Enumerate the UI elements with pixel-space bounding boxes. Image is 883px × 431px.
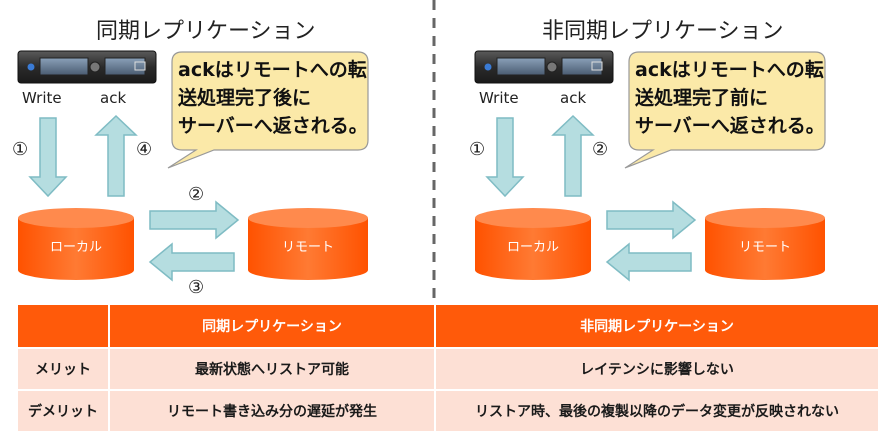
write-label: Write <box>479 89 519 107</box>
table-header-corner <box>18 305 110 348</box>
replicate-arrow <box>606 200 697 240</box>
callout-bubble <box>167 51 369 169</box>
step-4-label: ④ <box>136 139 153 160</box>
step-2-label: ② <box>188 184 205 205</box>
table-header-async: 非同期レプリケーション <box>435 305 880 348</box>
remote-db-label: リモート <box>738 240 791 255</box>
row-label-demerit: デメリット <box>18 389 110 431</box>
diagram-canvas <box>17 0 826 298</box>
cell-sync-merit: 最新状態へリストア可能 <box>109 347 436 390</box>
ack-arrow <box>94 114 138 197</box>
cell-async-demerit: リストア時、最後の複製以降のデータ変更が反映されない <box>435 389 880 431</box>
database-icon <box>248 208 368 280</box>
table-row: メリット 最新状態へリストア可能 レイテンシに影響しない <box>18 347 880 390</box>
remote-db-label: リモート <box>281 240 334 255</box>
step-3-label: ③ <box>188 277 205 298</box>
write-label: Write <box>22 89 62 107</box>
table-header-row: 同期レプリケーション 非同期レプリケーション <box>18 305 880 348</box>
replicate-arrow <box>149 200 240 240</box>
step-2-label: ② <box>592 139 609 160</box>
ack-label: ack <box>100 89 127 107</box>
async-callout-text: ackはリモートへの転 送処理完了前に サーバーへ返される。 <box>635 59 825 137</box>
sync-callout-text: ackはリモートへの転 送処理完了後に サーバーへ返される。 <box>178 59 368 137</box>
cell-sync-demerit: リモート書き込み分の遅延が発生 <box>109 389 436 431</box>
database-icon <box>475 208 591 280</box>
write-arrow <box>28 117 68 198</box>
sync-title: 同期レプリケーション <box>96 19 316 44</box>
step-1-label: ① <box>12 139 29 160</box>
row-label-merit: メリット <box>18 347 110 390</box>
return-arrow <box>605 242 692 282</box>
server-icon <box>474 50 614 84</box>
return-arrow <box>148 242 235 282</box>
local-db-label: ローカル <box>49 240 102 255</box>
ack-arrow <box>551 114 595 197</box>
database-icon <box>705 208 825 280</box>
server-icon <box>17 50 157 84</box>
table-header-sync: 同期レプリケーション <box>109 305 436 348</box>
cell-async-merit: レイテンシに影響しない <box>435 347 880 390</box>
ack-label: ack <box>560 89 587 107</box>
comparison-table: 同期レプリケーション 非同期レプリケーション メリット 最新状態へリストア可能 … <box>18 305 880 431</box>
step-1-label: ① <box>469 139 486 160</box>
local-db-label: ローカル <box>506 240 559 255</box>
callout-bubble <box>624 51 826 169</box>
async-title: 非同期レプリケーション <box>542 19 784 44</box>
table-row: デメリット リモート書き込み分の遅延が発生 リストア時、最後の複製以降のデータ変… <box>18 389 880 431</box>
write-arrow <box>485 117 525 198</box>
database-icon <box>18 208 134 280</box>
